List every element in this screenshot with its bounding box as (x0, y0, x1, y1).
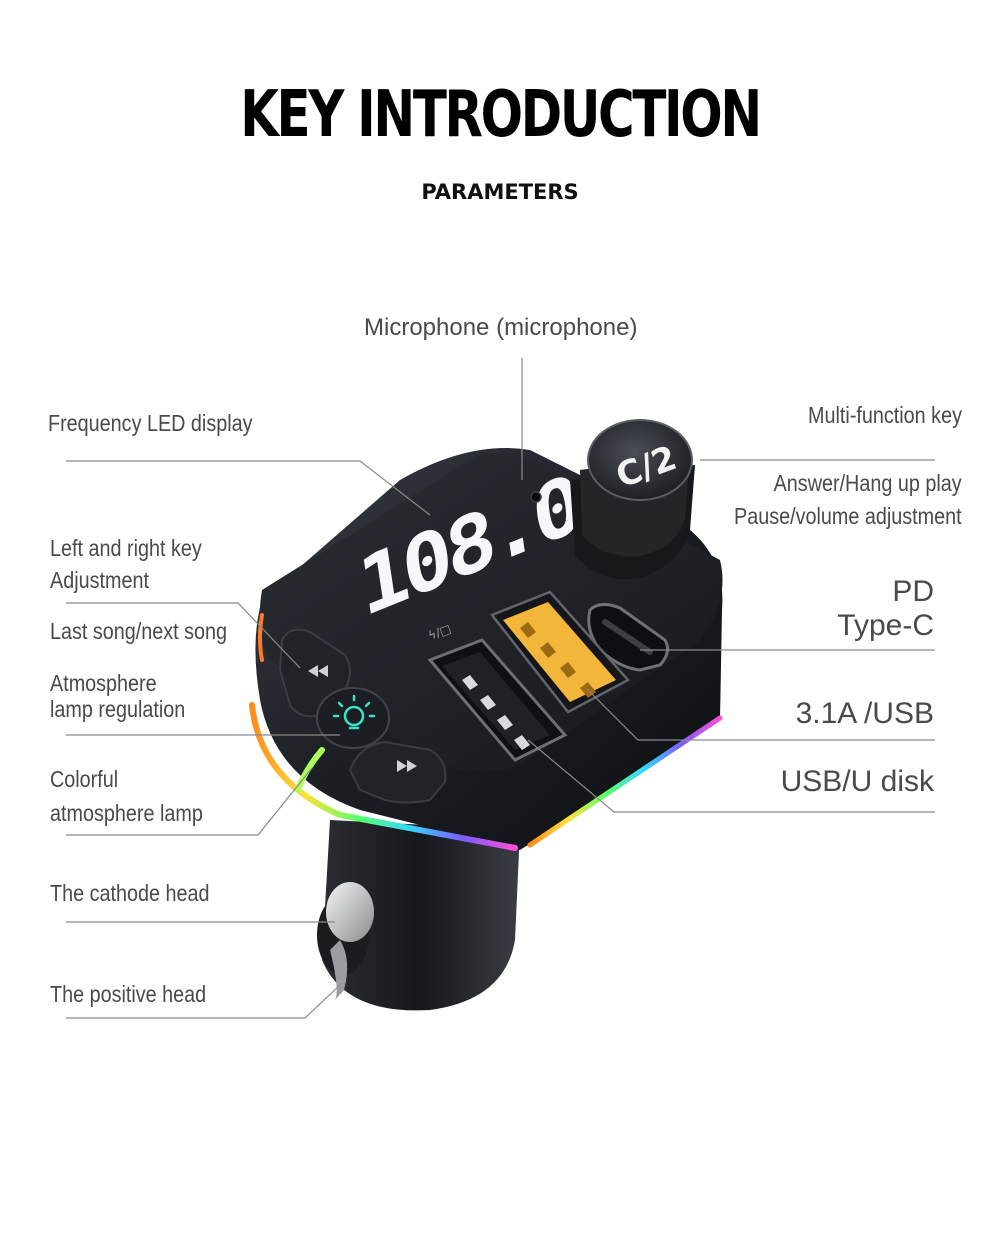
label-atmosphere-lamp: atmosphere lamp (50, 800, 203, 826)
plug-stem (317, 820, 520, 1011)
usb-u-disk-port (427, 638, 568, 762)
label-pause-volume: Pause/volume adjustment (734, 503, 962, 529)
lamp-regulation-button[interactable] (316, 687, 390, 749)
label-frequency-led: Frequency LED display (48, 410, 253, 436)
usb-3-1a-port (489, 590, 630, 714)
label-cathode-head: The cathode head (50, 880, 210, 906)
label-answer-hangup: Answer/Hang up play (773, 470, 962, 496)
label-last-next-song: Last song/next song (50, 618, 228, 644)
label-usb-u-disk: USB/U disk (780, 765, 934, 798)
label-type-c: Type-C (837, 609, 934, 642)
lamp-icon (332, 694, 376, 730)
microphone-hole-icon (530, 491, 542, 503)
page-subtitle: PARAMETERS (421, 180, 579, 204)
previous-icon (308, 665, 328, 677)
label-atmosphere: Atmosphere (50, 670, 157, 696)
label-microphone: Microphone (microphone) (364, 314, 638, 341)
leader-usb-u-disk (527, 739, 935, 813)
label-colorful: Colorful (50, 766, 119, 792)
next-icon (397, 760, 417, 772)
label-adjustment: Adjustment (50, 567, 149, 593)
next-track-button[interactable] (348, 740, 447, 804)
leader-left-right-key (66, 602, 301, 669)
page-title: KEY INTRODUCTION (240, 78, 762, 152)
label-pd: PD (892, 575, 934, 608)
rgb-lamp-strip (249, 702, 518, 851)
leader-frequency-led (66, 460, 431, 516)
leader-colorful-lamp (66, 767, 313, 836)
leader-positive (66, 984, 341, 1019)
label-left-right-key: Left and right key (50, 535, 202, 561)
leader-usb-3-1a (587, 689, 935, 741)
label-usb-3-1a: 3.1A /USB (795, 697, 934, 730)
label-positive-head: The positive head (50, 981, 207, 1007)
label-lamp-regulation: lamp regulation (50, 696, 186, 722)
positive-contact-icon (330, 940, 348, 1000)
multi-function-knob[interactable]: C/2 (570, 419, 695, 580)
label-multi-function-key: Multi-function key (808, 402, 962, 428)
cathode-contact-icon (326, 882, 374, 942)
